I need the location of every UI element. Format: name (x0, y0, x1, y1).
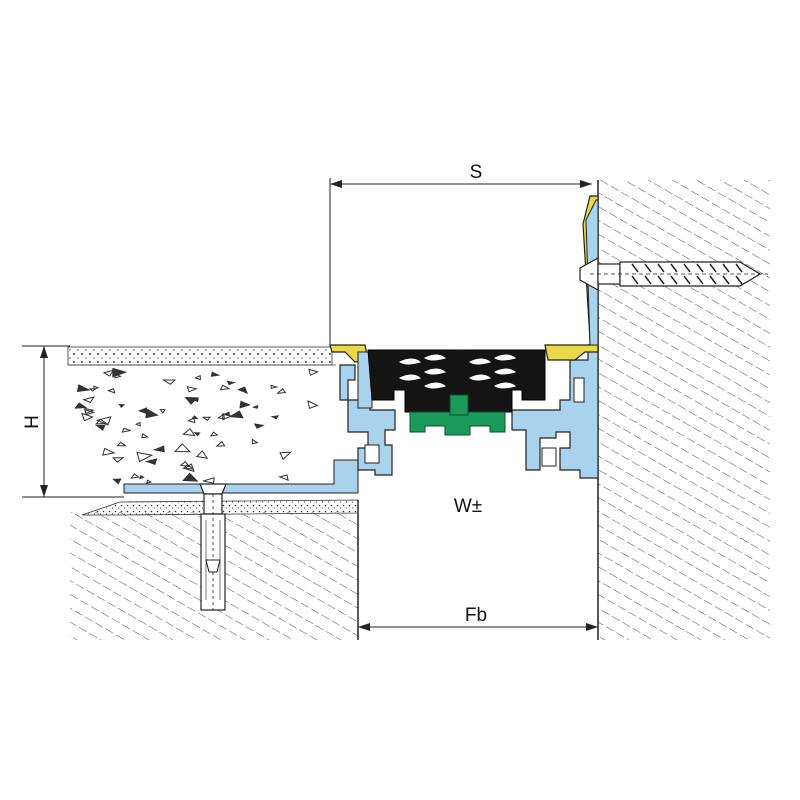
aggregate-stone (276, 388, 287, 394)
screw-rib (644, 263, 652, 273)
aggregate-stone (237, 386, 249, 395)
aggregate-stone (161, 379, 177, 385)
dimension-s: S (330, 162, 592, 188)
screw-rib (683, 263, 691, 273)
aggregate-stone (102, 369, 115, 377)
screw-rib (670, 275, 678, 285)
screw-rib (631, 275, 639, 285)
aggregate-stone (183, 463, 195, 473)
screw-rib (696, 263, 704, 273)
right-aluminum-profile (511, 344, 599, 479)
dimension-h: H (22, 345, 124, 498)
label-h: H (22, 415, 43, 429)
aggregate-stone (118, 403, 126, 408)
aggregate-stone (95, 424, 106, 431)
aggregate-stone (82, 396, 96, 404)
aggregate-stone (182, 427, 196, 437)
screw-rib (670, 263, 678, 273)
aggregate-stone (184, 396, 199, 405)
aggregate-stone (182, 472, 199, 482)
aggregate-stone (106, 388, 116, 394)
aggregate-stone (203, 477, 215, 484)
aggregate-stone (239, 400, 252, 409)
aggregate-stone (74, 402, 88, 409)
aggregate-stone (112, 478, 122, 485)
aggregate-stone (88, 388, 98, 392)
aggregate-stone (95, 416, 112, 426)
aggregate-stone (111, 457, 125, 463)
aggregate-stone (209, 431, 219, 437)
aggregate-stone (278, 474, 289, 482)
aggregate-stone (76, 384, 91, 392)
screw-rib (735, 263, 743, 273)
aggregate-stone (84, 407, 95, 415)
screw-rib (644, 275, 652, 285)
aggregate-stone (201, 416, 212, 422)
aggregate-stone (270, 415, 280, 420)
aggregate-stone (186, 386, 198, 393)
screw-rib (696, 275, 704, 285)
aggregate-stone (141, 432, 149, 439)
aggregate-stone (253, 423, 265, 429)
aggregate-stone (159, 408, 167, 414)
aggregate-stone (228, 410, 244, 419)
aggregate-stone (270, 384, 279, 390)
aggregate-stone (182, 463, 195, 470)
screw-rib (709, 275, 717, 285)
aggregate-stone (152, 445, 165, 453)
aggregate-stone (251, 438, 259, 445)
screw-rib (657, 275, 665, 285)
aggregate-stone (226, 380, 236, 386)
aggregate-stone (251, 404, 259, 409)
aggregate-stone (139, 474, 145, 480)
label-w: W± (454, 496, 482, 517)
dimension-fb: Fb (358, 605, 598, 631)
aggregate-stone (81, 412, 94, 422)
aggregate-stone (134, 421, 141, 427)
screw-rib (657, 263, 665, 273)
aggregate-stone (121, 427, 131, 433)
aggregate-stone (173, 443, 192, 453)
screw-rib (735, 275, 743, 285)
aggregate-stone (94, 418, 109, 425)
green-seal-insert (409, 394, 506, 436)
aggregate-stone (102, 447, 116, 456)
label-fb: Fb (465, 605, 487, 626)
screw-rib (722, 275, 730, 285)
aggregate-stone (136, 451, 154, 463)
aggregate-stone (221, 411, 230, 417)
screw-rib (631, 263, 639, 273)
aggregate-stone (307, 400, 319, 409)
aggregate-stone (112, 367, 128, 378)
aggregate-stone (144, 458, 158, 466)
screw-rib (709, 263, 717, 273)
wall-screw-anchor-icon (579, 256, 768, 292)
aggregate-stone (193, 432, 201, 437)
aggregate-stone (216, 413, 226, 419)
aggregate-stone (146, 479, 153, 484)
label-s: S (470, 162, 483, 183)
aggregate-stone (195, 450, 209, 459)
concrete-screed (67, 346, 336, 493)
aggregate-stone (215, 440, 226, 447)
aggregate-stone (116, 441, 128, 447)
anchor-bolt-icon (199, 483, 227, 611)
screw-rib (722, 263, 730, 273)
aggregate-stone (219, 384, 231, 391)
screw-rib (683, 275, 691, 285)
aggregate-stone (145, 408, 159, 419)
aggregate-stone (279, 451, 293, 461)
aggregate-stone (210, 371, 221, 377)
aggregate-stone (308, 368, 320, 376)
aggregate-stone (130, 473, 140, 479)
aggregate-stone (194, 374, 201, 381)
left-aluminum-profile (339, 351, 396, 476)
aggregate-stone (186, 417, 196, 424)
rubber-gasket (367, 349, 546, 413)
right-wall (597, 180, 770, 640)
